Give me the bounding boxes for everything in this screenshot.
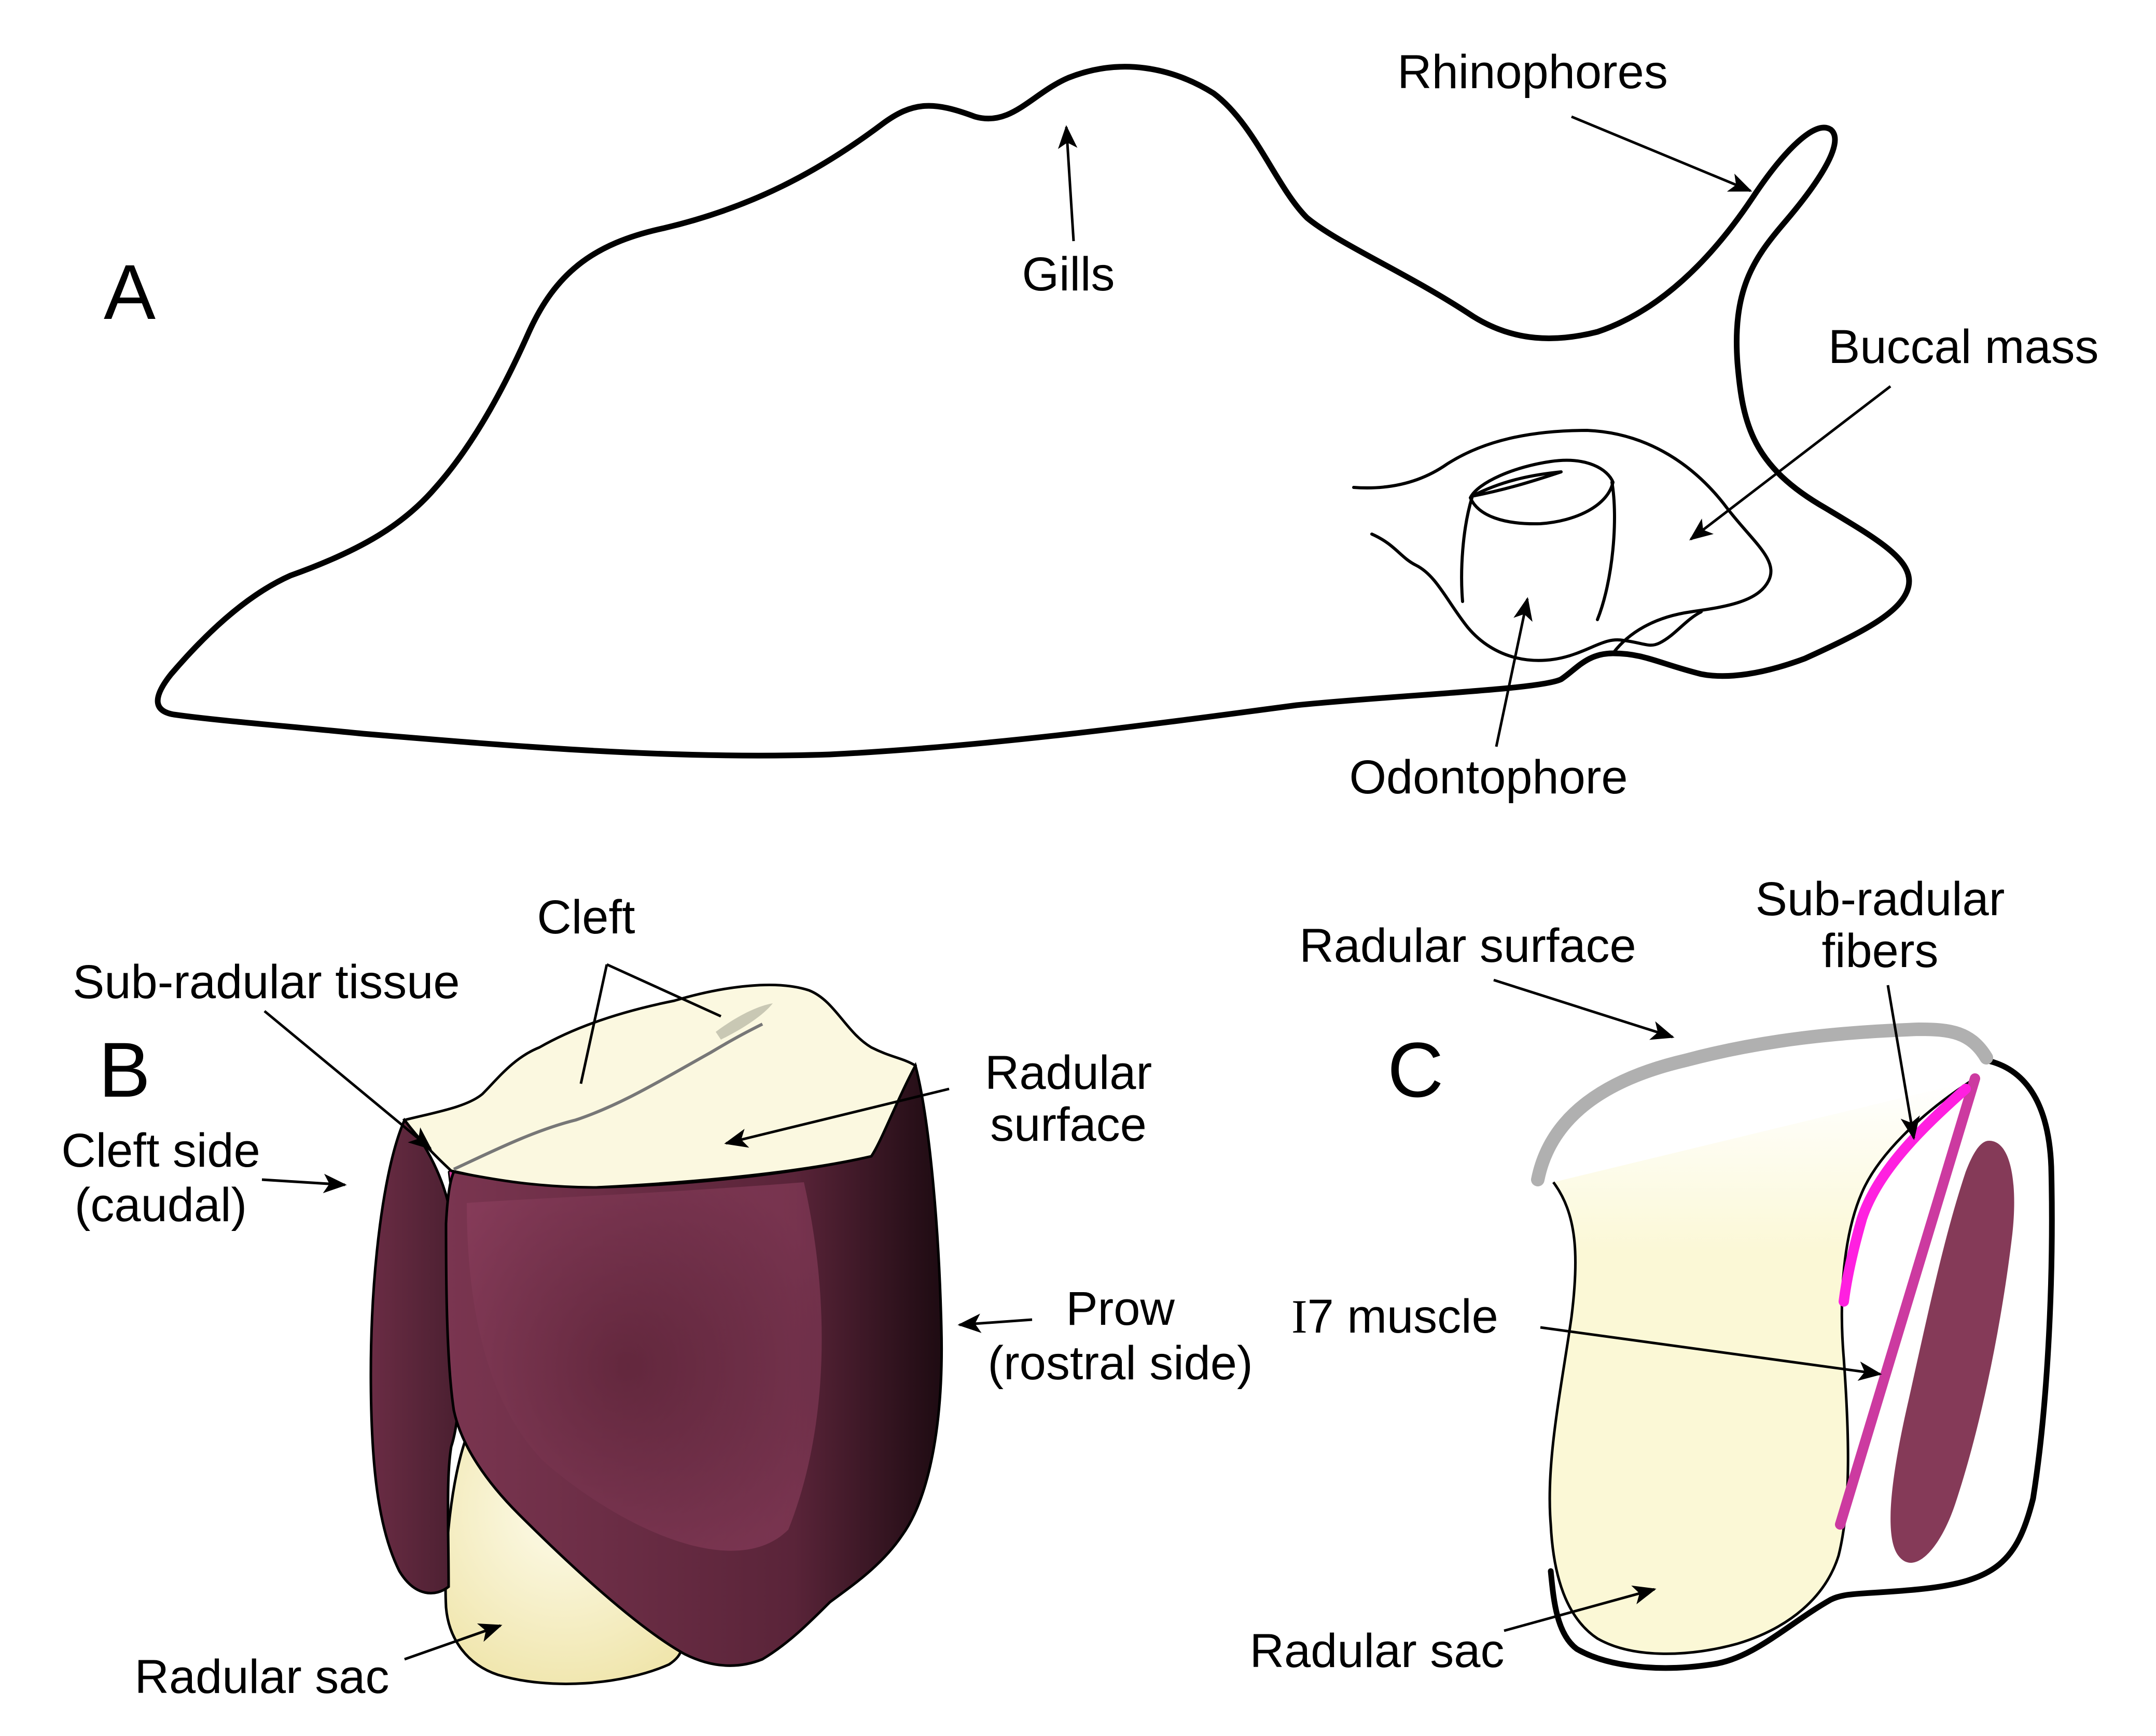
panel-b: B Cleft Sub-radular tissue Radular surfa…: [61, 891, 1253, 1703]
panel-c-letter: C: [1387, 1026, 1443, 1113]
panel-c: C Radular surface Sub-radular fibers I7 …: [1250, 873, 2052, 1677]
label-sub-radular-fibers-line2: fibers: [1822, 925, 1939, 977]
odontophore-left-side: [1462, 498, 1472, 601]
cartilage-oval-c: [1890, 1141, 2014, 1563]
label-sub-radular-tissue: Sub-radular tissue: [73, 956, 460, 1009]
label-i7-muscle-rest: 7 muscle: [1307, 1290, 1498, 1343]
leader-buccal-mass: [1691, 386, 1890, 539]
leader-rhinophores: [1571, 117, 1750, 191]
cleft-side-lobe: [371, 1120, 460, 1593]
label-radular-surface-b-line1: Radular: [985, 1046, 1152, 1099]
label-rhinophores: Rhinophores: [1397, 46, 1668, 99]
leader-sub-radular-tissue: [265, 1011, 430, 1149]
leader-gills: [1066, 127, 1074, 241]
leader-prow: [959, 1320, 1032, 1325]
label-radular-sac-b: Radular sac: [135, 1650, 390, 1703]
label-prow-line2: (rostral side): [987, 1337, 1253, 1390]
label-prow-line1: Prow: [1066, 1282, 1175, 1335]
label-odontophore: Odontophore: [1349, 751, 1628, 804]
label-cleft-side-line2: (caudal): [75, 1179, 247, 1231]
label-radular-sac-c: Radular sac: [1250, 1625, 1505, 1677]
buccal-mass-outline: [1354, 430, 1771, 653]
label-cleft: Cleft: [537, 891, 635, 944]
panel-a-letter: A: [104, 248, 156, 335]
leader-cleft-side: [262, 1180, 345, 1185]
label-sub-radular-fibers-line1: Sub-radular: [1756, 873, 2005, 926]
label-gills: Gills: [1022, 248, 1115, 301]
label-radular-surface-c: Radular surface: [1299, 919, 1636, 972]
radular-sac-c: [1550, 1081, 1971, 1654]
label-buccal-mass: Buccal mass: [1828, 320, 2099, 373]
label-i7-muscle-prefix: I: [1291, 1290, 1307, 1343]
buccal-mass-lower-outline: [1372, 534, 1701, 661]
label-i7-muscle: I7 muscle: [1291, 1290, 1498, 1343]
panel-b-letter: B: [99, 1026, 150, 1113]
leader-odontophore: [1496, 599, 1527, 747]
panel-a: A Gills Rhinophores Buccal mass Odontoph…: [104, 46, 2099, 804]
aplysia-body-outline: [158, 67, 1909, 756]
label-cleft-side-line1: Cleft side: [61, 1124, 260, 1177]
leader-radular-surface-c: [1494, 980, 1673, 1037]
label-radular-surface-b-line2: surface: [990, 1098, 1147, 1151]
